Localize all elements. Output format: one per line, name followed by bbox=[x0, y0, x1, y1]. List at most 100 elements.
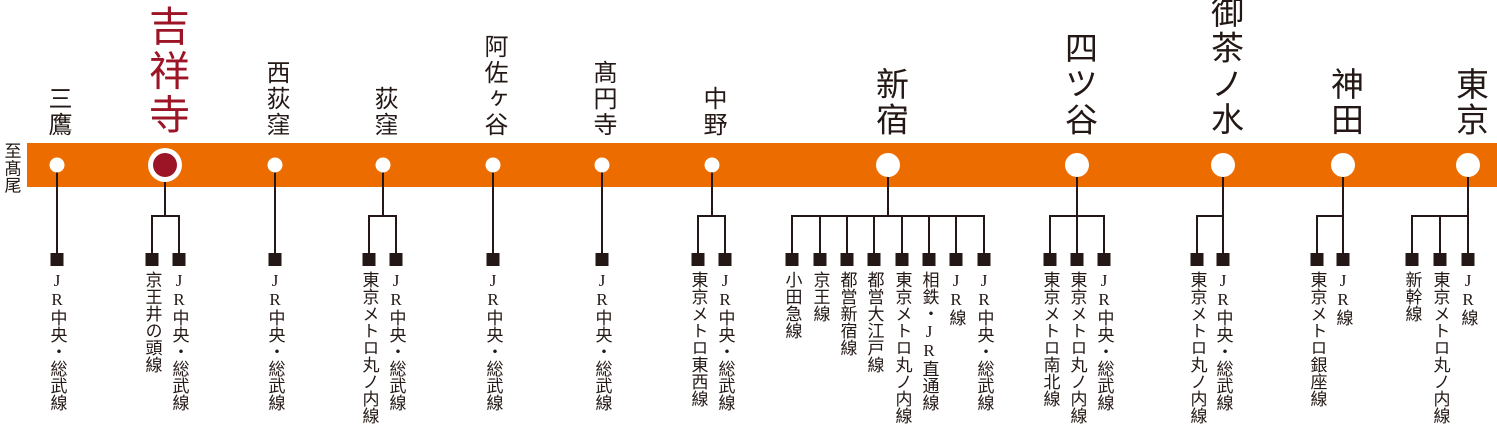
branch-stem bbox=[164, 165, 166, 217]
branch-line bbox=[846, 215, 848, 253]
transfer-square bbox=[1336, 253, 1350, 266]
transfer-line-label: JR線 bbox=[1458, 271, 1478, 326]
branch-connector bbox=[1317, 215, 1343, 217]
branch-connector bbox=[792, 215, 984, 217]
transfer-square bbox=[977, 253, 991, 266]
station-name: 吉祥寺 bbox=[142, 5, 189, 138]
transfer-square bbox=[785, 253, 799, 266]
branch-stem bbox=[1076, 165, 1078, 217]
branch-line bbox=[395, 215, 397, 253]
transfer-line-label: 東京メトロ南北線 bbox=[1040, 271, 1060, 407]
transfer-line-label: 都営大江戸線 bbox=[864, 271, 884, 373]
transfer-line-label: 都営新宿線 bbox=[837, 271, 857, 356]
branch-line bbox=[1196, 215, 1198, 253]
transfer-line-label: 京王井の頭線 bbox=[142, 271, 162, 373]
station-name: 髙円寺 bbox=[589, 60, 615, 138]
transfer-line-label: 東京メトロ丸ノ内線 bbox=[1430, 271, 1450, 424]
transfer-square bbox=[718, 253, 732, 266]
transfer-square bbox=[1043, 253, 1057, 266]
transfer-line-label: JR中央・総武線 bbox=[1094, 271, 1114, 411]
branch-line bbox=[955, 215, 957, 253]
branch-connector bbox=[698, 215, 725, 217]
station-dot bbox=[49, 157, 65, 173]
transfer-square bbox=[949, 253, 963, 266]
branch-stem bbox=[56, 165, 58, 253]
transfer-square bbox=[145, 253, 159, 266]
branch-line bbox=[901, 215, 903, 253]
station-name: 新宿 bbox=[870, 66, 907, 138]
transfer-square bbox=[172, 253, 186, 266]
station-name: 中野 bbox=[699, 86, 725, 138]
transfer-line-label: JR中央・総武線 bbox=[47, 271, 67, 411]
branch-connector bbox=[369, 215, 396, 217]
station-dot bbox=[1211, 153, 1235, 177]
station-name: 阿佐ヶ谷 bbox=[480, 34, 506, 138]
station-dot bbox=[876, 153, 900, 177]
branch-line bbox=[178, 215, 180, 253]
transfer-line-label: 京王線 bbox=[810, 271, 830, 322]
transfer-square bbox=[1405, 253, 1419, 266]
transfer-line-label: JR線 bbox=[1333, 271, 1353, 326]
transfer-line-label: 小田急線 bbox=[782, 271, 802, 339]
branch-line bbox=[1467, 215, 1469, 253]
transfer-square bbox=[1190, 253, 1204, 266]
branch-line bbox=[1439, 215, 1441, 253]
branch-line bbox=[791, 215, 793, 253]
direction-label: 至髙尾 bbox=[1, 142, 21, 195]
branch-line bbox=[1342, 215, 1344, 253]
transfer-square bbox=[389, 253, 403, 266]
branch-line bbox=[873, 215, 875, 253]
transfer-line-label: 東京メトロ東西線 bbox=[688, 271, 708, 407]
branch-stem bbox=[711, 165, 713, 217]
branch-stem bbox=[1222, 165, 1224, 217]
branch-line bbox=[724, 215, 726, 253]
line-bar bbox=[27, 143, 1497, 187]
station-dot-inner bbox=[153, 153, 177, 177]
transfer-square bbox=[1097, 253, 1111, 266]
station-name: 四ツ谷 bbox=[1059, 31, 1096, 138]
transfer-line-label: 東京メトロ丸ノ内線 bbox=[1187, 271, 1207, 424]
transfer-line-label: JR中央・総武線 bbox=[483, 271, 503, 411]
transfer-line-label: JR中央・総武線 bbox=[169, 271, 189, 411]
transfer-square bbox=[1461, 253, 1475, 266]
branch-line bbox=[697, 215, 699, 253]
transfer-line-label: 東京メトロ丸ノ内線 bbox=[359, 271, 379, 424]
transfer-square bbox=[691, 253, 705, 266]
station-name: 三鷹 bbox=[44, 86, 70, 138]
station-dot bbox=[1456, 153, 1480, 177]
branch-stem bbox=[601, 165, 603, 253]
transfer-square bbox=[867, 253, 881, 266]
transfer-square bbox=[1310, 253, 1324, 266]
transfer-line-label: JR中央・総武線 bbox=[974, 271, 994, 411]
branch-line bbox=[151, 215, 153, 253]
branch-connector bbox=[152, 215, 179, 217]
transfer-line-label: 新幹線 bbox=[1402, 271, 1422, 322]
branch-stem bbox=[382, 165, 384, 217]
transfer-square bbox=[813, 253, 827, 266]
station-name: 荻窪 bbox=[370, 86, 396, 138]
transfer-square bbox=[922, 253, 936, 266]
transfer-line-label: JR中央・総武線 bbox=[592, 271, 612, 411]
station-dot bbox=[375, 157, 391, 173]
station-dot-current bbox=[148, 148, 182, 182]
station-dot bbox=[594, 157, 610, 173]
station-name: 御茶ノ水 bbox=[1205, 0, 1242, 138]
branch-connector bbox=[1197, 215, 1223, 217]
transfer-square bbox=[1216, 253, 1230, 266]
branch-line bbox=[819, 215, 821, 253]
branch-stem bbox=[492, 165, 494, 253]
station-dot bbox=[1331, 153, 1355, 177]
branch-stem bbox=[887, 165, 889, 217]
transfer-square bbox=[1070, 253, 1084, 266]
transfer-line-label: JR中央・総武線 bbox=[1213, 271, 1233, 411]
transfer-line-label: 東京メトロ銀座線 bbox=[1307, 271, 1327, 407]
station-name: 西荻窪 bbox=[262, 60, 288, 138]
branch-stem bbox=[274, 165, 276, 253]
transfer-line-label: JR中央・総武線 bbox=[715, 271, 735, 411]
branch-line bbox=[1103, 215, 1105, 253]
transfer-line-label: 東京メトロ丸ノ内線 bbox=[1067, 271, 1087, 424]
transfer-square bbox=[895, 253, 909, 266]
transfer-square bbox=[1433, 253, 1447, 266]
branch-line bbox=[1049, 215, 1051, 253]
transfer-line-label: 東京メトロ丸ノ内線 bbox=[892, 271, 912, 424]
